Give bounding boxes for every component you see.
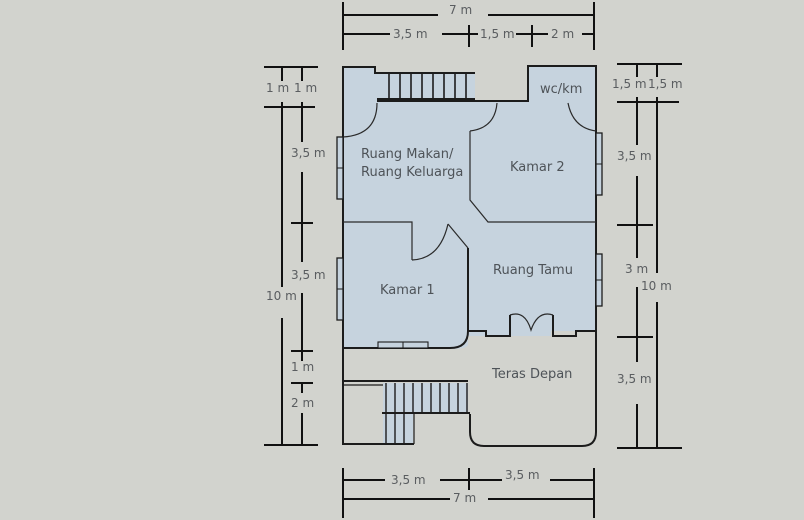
door-arc-kamar2 <box>469 102 498 132</box>
dim-left-seg-4: 1 m <box>291 360 314 374</box>
dim-right-seg-4: 3,5 m <box>617 372 652 386</box>
stairs-bottom <box>343 380 470 445</box>
dim-right-seg-1: 1,5 m <box>648 77 683 91</box>
dimension-right: 1,5 m 1,5 m 3,5 m 3 m 3,5 m 10 m <box>612 63 683 449</box>
dim-left-seg-1: 1 m <box>294 81 317 95</box>
dim-top-total: 7 m <box>449 3 472 17</box>
dimension-bottom: 3,5 m 3,5 m 7 m <box>342 468 595 518</box>
dim-bottom-seg-1: 3,5 m <box>391 473 426 487</box>
windows <box>336 132 603 349</box>
stairs-top <box>377 72 475 100</box>
dim-right-outer-top: 1,5 m <box>612 77 647 91</box>
door-arc-wc <box>567 102 597 132</box>
label-teras-depan: Teras Depan <box>491 367 572 382</box>
dim-bottom-total: 7 m <box>453 491 476 505</box>
dim-top-seg-1: 3,5 m <box>393 27 428 41</box>
label-dining-line2: Ruang Keluarga <box>361 165 463 180</box>
label-dining-line1: Ruang Makan/ <box>361 147 454 162</box>
door-arc-front <box>509 313 554 332</box>
dim-left-total: 10 m <box>266 289 297 303</box>
dim-left-seg-2: 3,5 m <box>291 146 326 160</box>
dimension-top: 7 m 3,5 m 1,5 m 2 m <box>342 2 595 50</box>
door-arc-kamar1 <box>411 223 449 261</box>
door-arc-dining <box>342 102 378 138</box>
doors <box>342 102 597 332</box>
dim-left-outer-top: 1 m <box>266 81 289 95</box>
dim-top-seg-2: 1,5 m <box>480 27 515 41</box>
label-kamar-1: Kamar 1 <box>380 283 435 298</box>
dim-left-seg-3: 3,5 m <box>291 268 326 282</box>
dim-right-seg-3: 3 m <box>625 262 648 276</box>
room-labels: Ruang Makan/ Ruang Keluarga Kamar 2 wc/k… <box>361 82 582 382</box>
label-kamar-2: Kamar 2 <box>510 160 565 175</box>
house-interior <box>343 66 596 349</box>
dim-right-seg-2: 3,5 m <box>617 149 652 163</box>
dimension-left: 1 m 1 m 10 m 3,5 m 3,5 m 1 m 2 m <box>264 66 326 446</box>
dim-left-seg-5: 2 m <box>291 396 314 410</box>
dim-right-total: 10 m <box>641 279 672 293</box>
label-wc: wc/km <box>540 82 582 97</box>
label-ruang-tamu: Ruang Tamu <box>493 263 573 278</box>
interior-walls <box>343 131 596 260</box>
dim-bottom-seg-2: 3,5 m <box>505 468 540 482</box>
dim-top-seg-3: 2 m <box>551 27 574 41</box>
